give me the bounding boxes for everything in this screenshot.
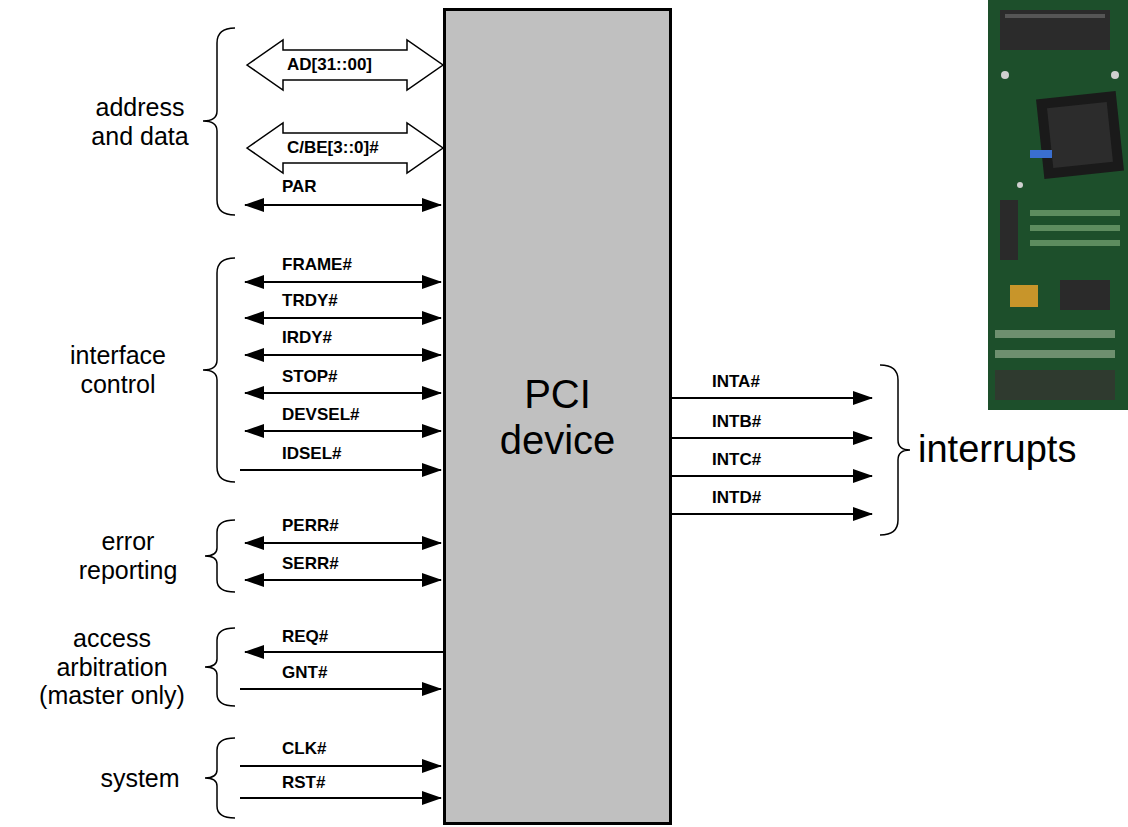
signal-name: RST# — [282, 773, 325, 793]
signal-name: FRAME# — [282, 255, 352, 275]
signal-name: INTA# — [712, 372, 760, 392]
bus-arrow — [247, 40, 443, 90]
signal-name: IDSEL# — [282, 444, 342, 464]
signal-arrow — [245, 317, 441, 319]
group-brace — [880, 365, 910, 535]
signal-name: DEVSEL# — [282, 405, 359, 425]
signal-arrow — [672, 397, 872, 399]
group-label: interface control — [48, 341, 188, 399]
group-label: address and data — [75, 93, 205, 151]
group-brace — [203, 258, 235, 482]
signal-name: REQ# — [282, 627, 328, 647]
signal-name: CLK# — [282, 739, 326, 759]
device-box: PCI device — [443, 8, 672, 825]
signal-name: PAR — [282, 177, 317, 197]
signal-name: INTB# — [712, 412, 761, 432]
signal-arrow — [245, 392, 441, 394]
circuit-board-photo — [988, 0, 1128, 410]
signal-arrow — [245, 542, 441, 544]
group-label: system — [75, 764, 205, 793]
signal-name: C/BE[3::0]# — [287, 138, 379, 158]
device-name: PCI device — [488, 371, 628, 463]
signal-arrow — [245, 430, 441, 432]
signal-name: GNT# — [282, 663, 327, 683]
signal-name: INTD# — [712, 488, 761, 508]
signal-arrow — [240, 797, 441, 799]
signal-name: AD[31::00] — [287, 55, 372, 75]
signal-arrow — [672, 437, 872, 439]
signal-name: IRDY# — [282, 328, 332, 348]
group-label: interrupts — [918, 428, 1076, 472]
signal-arrow — [672, 475, 872, 477]
signal-arrow — [245, 281, 441, 283]
signal-arrow — [245, 354, 441, 356]
signal-name: STOP# — [282, 367, 337, 387]
bus-arrow — [247, 123, 443, 173]
signal-arrow — [240, 688, 441, 690]
signal-arrow — [245, 579, 441, 581]
group-brace — [205, 520, 235, 592]
signal-arrow — [672, 513, 872, 515]
signal-arrow — [245, 651, 443, 653]
signal-name: SERR# — [282, 554, 339, 574]
signal-name: INTC# — [712, 450, 761, 470]
group-brace — [205, 738, 235, 818]
group-label: access arbitration (master only) — [25, 624, 200, 710]
group-brace — [203, 28, 235, 215]
group-brace — [205, 628, 235, 706]
signal-name: TRDY# — [282, 291, 338, 311]
signal-arrow — [240, 765, 441, 767]
group-label: error reporting — [58, 527, 198, 585]
signal-arrow — [245, 204, 441, 206]
signal-name: PERR# — [282, 516, 339, 536]
signal-arrow — [240, 469, 441, 471]
